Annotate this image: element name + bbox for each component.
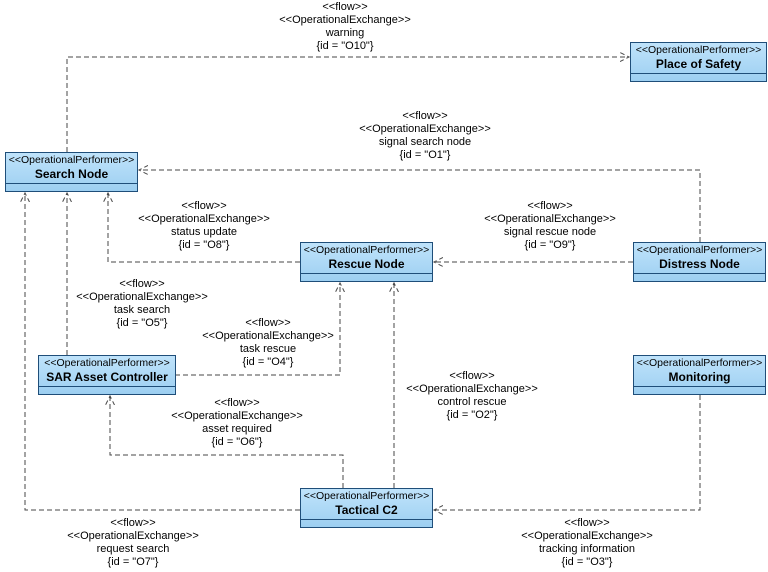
flow-id: {id = "O10"} (316, 40, 374, 52)
flow-name: signal rescue node (503, 226, 597, 238)
flow-label-status-update[interactable]: <<flow>> <<OperationalExchange>> status … (124, 200, 284, 252)
flow-id: {id = "O8"} (178, 239, 230, 251)
node-compartment (631, 74, 766, 81)
flow-stereotype: <<OperationalExchange>> (484, 213, 616, 225)
flow-label-signal-search-node[interactable]: <<flow>> <<OperationalExchange>> signal … (345, 110, 505, 162)
node-head: <<OperationalPerformer>> Search Node (6, 153, 137, 184)
flow-name: signal search node (378, 136, 472, 148)
flow-stereotype: <<OperationalExchange>> (138, 213, 270, 225)
flow-id: {id = "O3"} (561, 556, 613, 568)
connector-tracking-information-o3[interactable] (434, 395, 701, 510)
flow-stereotype: <<OperationalExchange>> (76, 291, 208, 303)
flow-label-control-rescue[interactable]: <<flow>> <<OperationalExchange>> control… (392, 370, 552, 422)
node-stereotype: <<OperationalPerformer>> (636, 357, 763, 369)
flow-stereotype: <<OperationalExchange>> (406, 383, 538, 395)
flow-stereotype: <<OperationalExchange>> (279, 14, 411, 26)
flow-id: {id = "O6"} (211, 436, 263, 448)
flow-stereotype: <<OperationalExchange>> (67, 530, 199, 542)
flow-name: task search (113, 304, 171, 316)
node-head: <<OperationalPerformer>> Tactical C2 (301, 489, 432, 520)
node-compartment (301, 274, 432, 281)
flow-label-asset-required[interactable]: <<flow>> <<OperationalExchange>> asset r… (157, 397, 317, 449)
flow-id: {id = "O1"} (399, 149, 451, 161)
flow-keyword: <<flow>> (449, 370, 495, 382)
flow-keyword: <<flow>> (110, 517, 156, 529)
flow-keyword: <<flow>> (402, 110, 448, 122)
flow-label-task-search[interactable]: <<flow>> <<OperationalExchange>> task se… (62, 278, 222, 330)
flow-name: asset required (202, 423, 272, 435)
flow-stereotype: <<OperationalExchange>> (521, 530, 653, 542)
connector-signal-search-node-o1[interactable] (139, 170, 701, 242)
node-head: <<OperationalPerformer>> Place of Safety (631, 43, 766, 74)
node-search-node[interactable]: <<OperationalPerformer>> Search Node (5, 152, 138, 192)
flow-keyword: <<flow>> (181, 200, 227, 212)
node-compartment (301, 520, 432, 527)
flow-stereotype: <<OperationalExchange>> (202, 330, 334, 342)
flow-keyword: <<flow>> (527, 200, 573, 212)
node-stereotype: <<OperationalPerformer>> (303, 244, 430, 256)
node-sar-asset-controller[interactable]: <<OperationalPerformer>> SAR Asset Contr… (38, 355, 176, 395)
node-tactical-c2[interactable]: <<OperationalPerformer>> Tactical C2 (300, 488, 433, 528)
flow-name: warning (325, 27, 365, 39)
flow-keyword: <<flow>> (245, 317, 291, 329)
flow-name: task rescue (239, 343, 297, 355)
flow-name: control rescue (437, 396, 507, 408)
flow-label-tracking-information[interactable]: <<flow>> <<OperationalExchange>> trackin… (502, 517, 672, 569)
flow-id: {id = "O9"} (524, 239, 576, 251)
node-stereotype: <<OperationalPerformer>> (8, 154, 135, 166)
node-rescue-node[interactable]: <<OperationalPerformer>> Rescue Node (300, 242, 433, 282)
node-name: Tactical C2 (335, 503, 398, 517)
node-monitoring[interactable]: <<OperationalPerformer>> Monitoring (633, 355, 766, 395)
node-head: <<OperationalPerformer>> SAR Asset Contr… (39, 356, 175, 387)
node-name: Rescue Node (328, 257, 405, 271)
node-stereotype: <<OperationalPerformer>> (636, 244, 763, 256)
flow-keyword: <<flow>> (214, 397, 260, 409)
node-name: Distress Node (659, 257, 740, 271)
node-stereotype: <<OperationalPerformer>> (44, 357, 170, 369)
node-name: Search Node (34, 167, 109, 181)
flow-stereotype: <<OperationalExchange>> (171, 410, 303, 422)
node-compartment (6, 184, 137, 191)
connector-task-rescue-o4[interactable] (175, 283, 340, 376)
flow-id: {id = "O2"} (446, 409, 498, 421)
connector-request-search-o7[interactable] (25, 193, 300, 511)
connector-asset-required-o6[interactable] (110, 396, 344, 488)
node-head: <<OperationalPerformer>> Distress Node (634, 243, 765, 274)
connector-status-update-o8[interactable] (108, 193, 300, 263)
flow-label-request-search[interactable]: <<flow>> <<OperationalExchange>> request… (53, 517, 213, 569)
flow-keyword: <<flow>> (564, 517, 610, 529)
flow-stereotype: <<OperationalExchange>> (359, 123, 491, 135)
node-head: <<OperationalPerformer>> Rescue Node (301, 243, 432, 274)
node-distress-node[interactable]: <<OperationalPerformer>> Distress Node (633, 242, 766, 282)
node-name: SAR Asset Controller (46, 370, 168, 384)
node-stereotype: <<OperationalPerformer>> (635, 44, 762, 56)
flow-name: tracking information (539, 543, 635, 555)
node-head: <<OperationalPerformer>> Monitoring (634, 356, 765, 387)
flow-id: {id = "O7"} (107, 556, 159, 568)
node-compartment (634, 387, 765, 394)
flow-label-warning[interactable]: <<flow>> <<OperationalExchange>> warning… (265, 1, 425, 53)
node-compartment (39, 387, 175, 394)
node-compartment (634, 274, 765, 281)
node-place-of-safety[interactable]: <<OperationalPerformer>> Place of Safety (630, 42, 767, 82)
flow-id: {id = "O4"} (242, 356, 294, 368)
flow-label-task-rescue[interactable]: <<flow>> <<OperationalExchange>> task re… (188, 317, 348, 369)
flow-label-signal-rescue-node[interactable]: <<flow>> <<OperationalExchange>> signal … (470, 200, 630, 252)
flow-name: request search (96, 543, 170, 555)
node-name: Place of Safety (655, 57, 742, 71)
flow-keyword: <<flow>> (119, 278, 165, 290)
node-name: Monitoring (668, 370, 731, 384)
flow-name: status update (170, 226, 238, 238)
flow-keyword: <<flow>> (322, 1, 368, 13)
node-stereotype: <<OperationalPerformer>> (303, 490, 430, 502)
flow-id: {id = "O5"} (116, 317, 168, 329)
